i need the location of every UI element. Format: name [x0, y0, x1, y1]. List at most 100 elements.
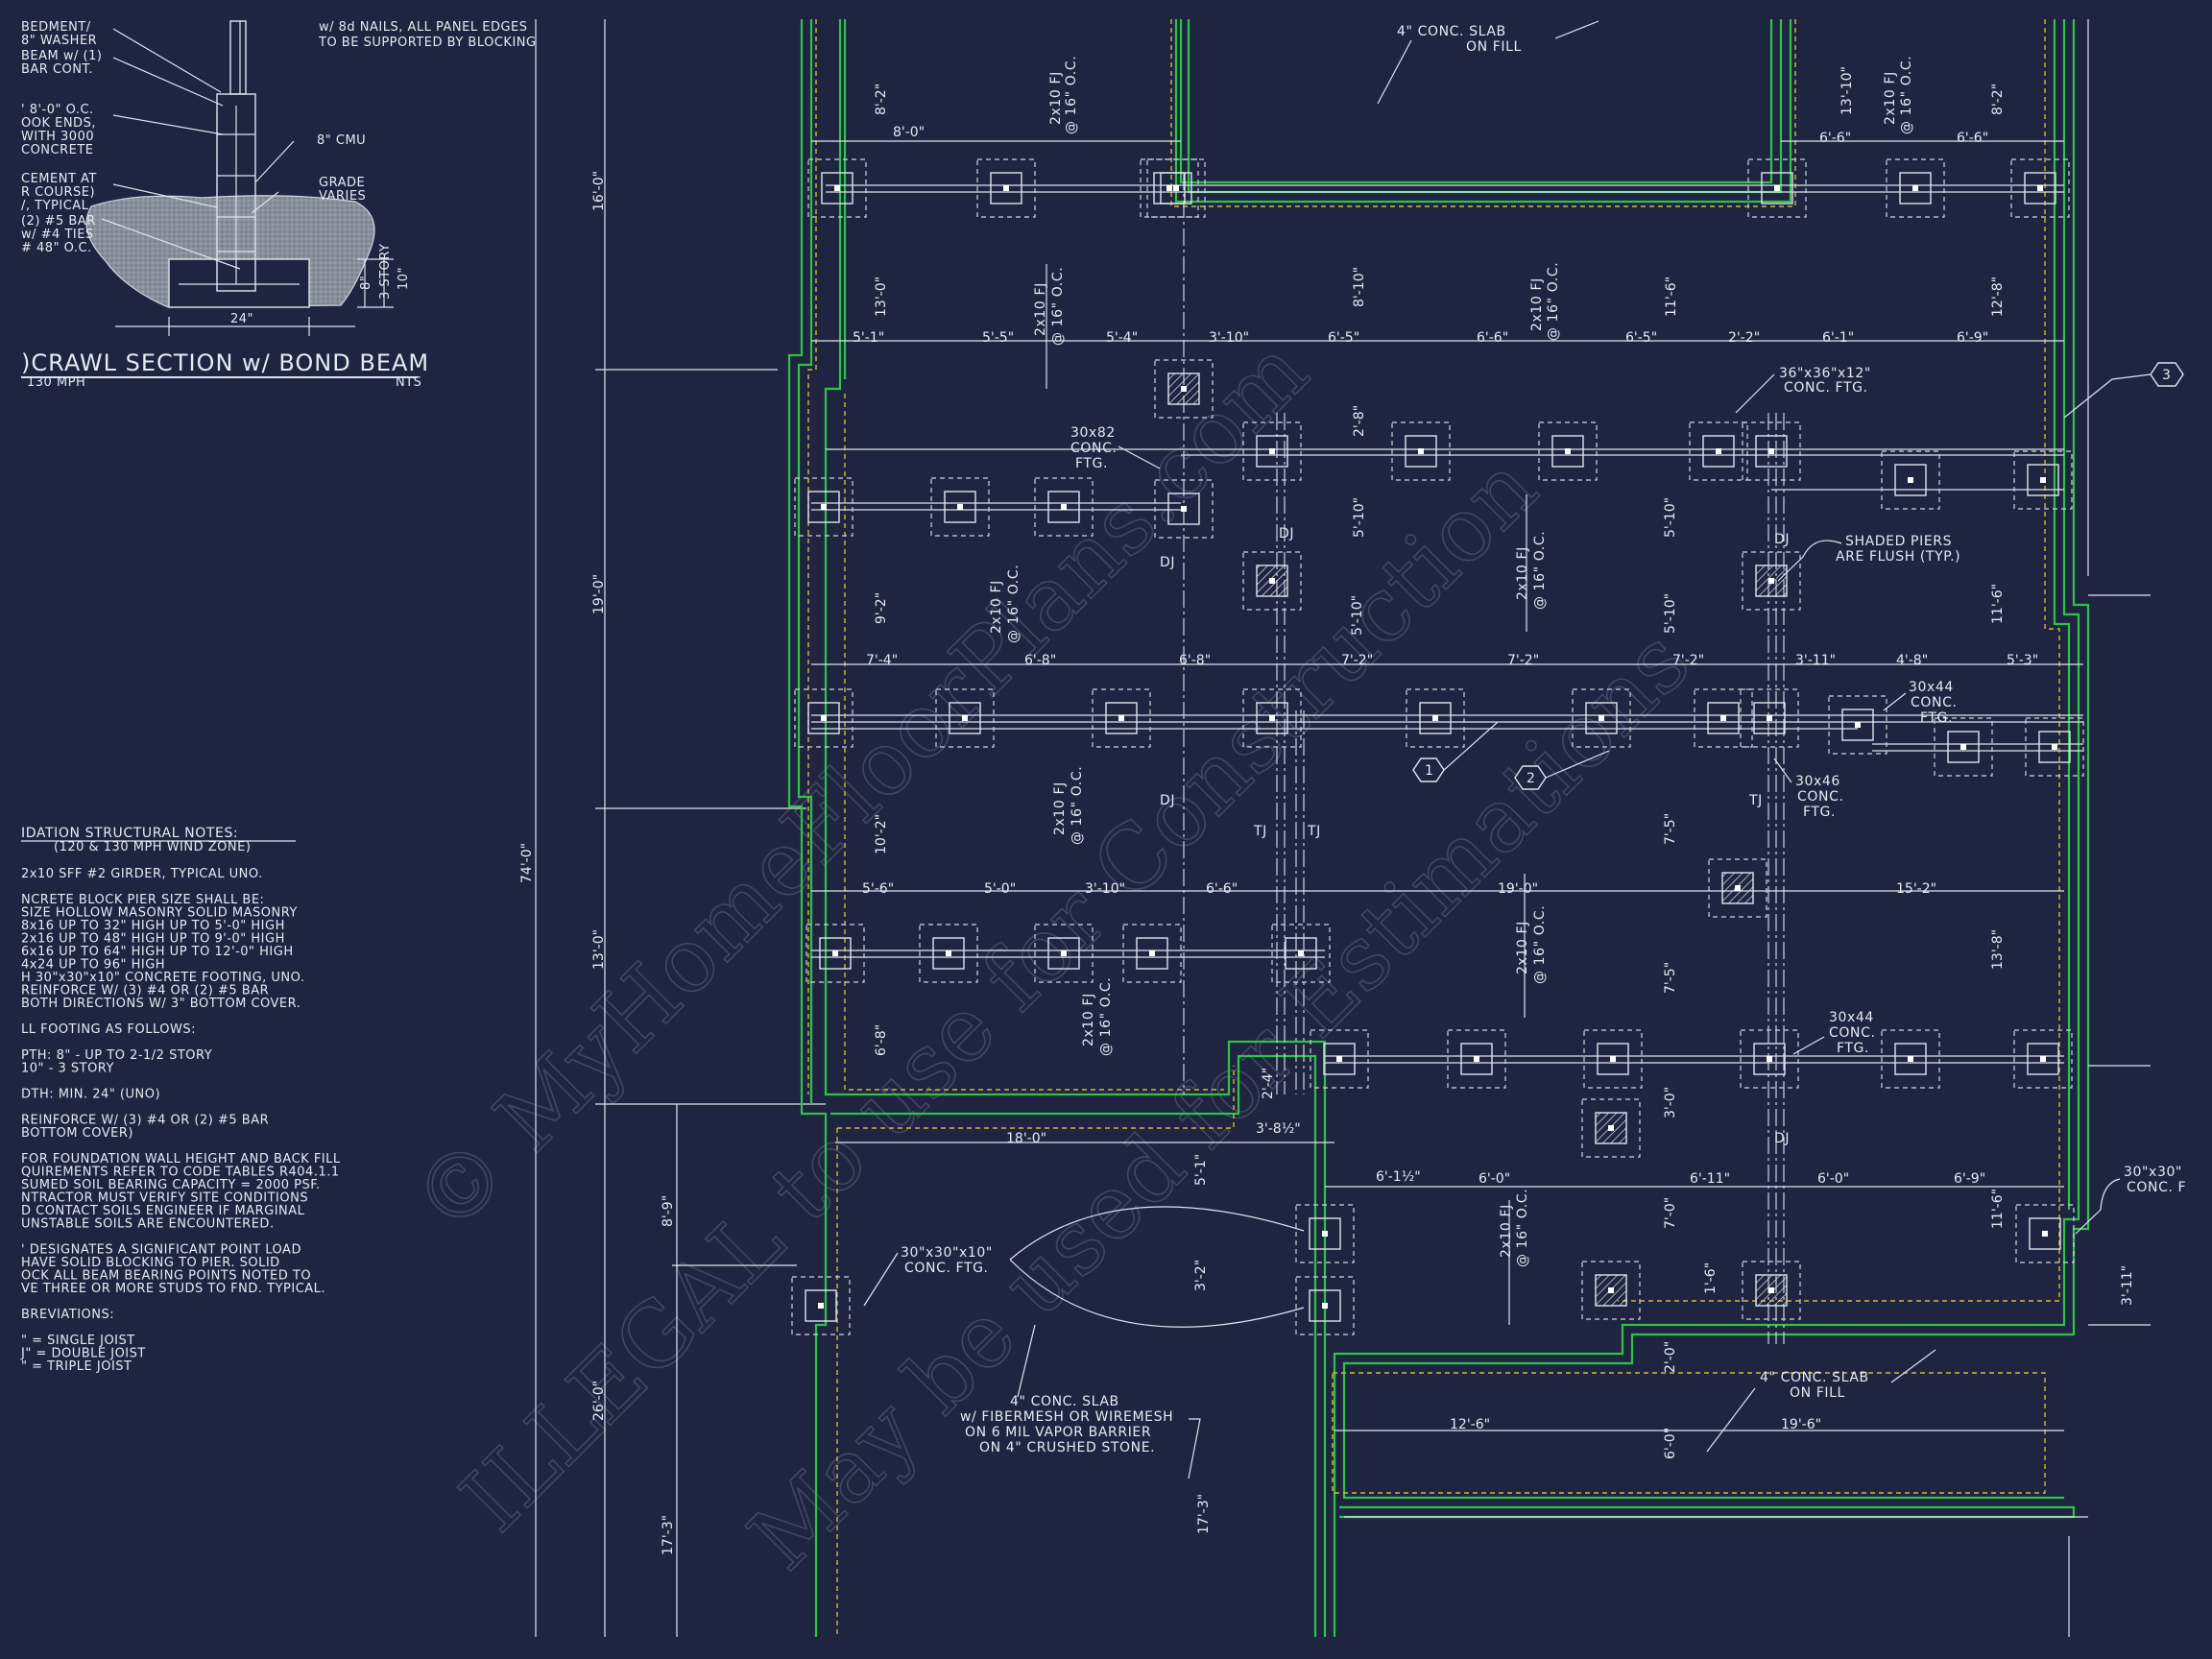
- shaded-pier: [1242, 551, 1302, 611]
- note-slab-top-1: 4" CONC. SLAB: [1397, 24, 1506, 39]
- dim-17-3-left: 17'-3": [661, 1515, 676, 1555]
- dim-r1-0: 8'-0": [893, 125, 925, 140]
- shaded-pier: [1708, 858, 1767, 918]
- pier: [976, 158, 1036, 218]
- dim-r3-4: 7'-2": [1507, 653, 1539, 668]
- vertical-dim: 5'-1": [1193, 1154, 1209, 1186]
- label-tj-1: TJ: [1253, 824, 1267, 839]
- vertical-dim: 5'-10": [1352, 497, 1367, 538]
- pier: [1747, 158, 1807, 218]
- dim-r3-1: 6'-8": [1024, 653, 1056, 668]
- dim-r4-5: 15'-2": [1896, 881, 1936, 897]
- pier: [1034, 477, 1094, 537]
- tag-3: 3: [2162, 368, 2172, 383]
- vertical-dimension-texts: 8'-2"13'-0"8'-2"13'-10"8'-10"11'-6"12'-8…: [874, 66, 2135, 1534]
- dim-r3-5: 7'-2": [1672, 653, 1704, 668]
- detail-scale: NTS: [396, 375, 421, 390]
- detail-width-dim: 24": [230, 312, 253, 326]
- dim-r6-3: 6'-0": [1817, 1171, 1849, 1187]
- vertical-dim: 7'-0": [1663, 1197, 1678, 1229]
- notes-line: " = SINGLE JOIST: [21, 1334, 135, 1348]
- detail-label-7: CONCRETE: [21, 143, 94, 157]
- notes-line: 2x10 SFF #2 GIRDER, TYPICAL UNO.: [21, 867, 263, 881]
- pier: [1881, 1029, 1940, 1089]
- dim-r2-1: 5'-5": [982, 330, 1014, 346]
- joist-note-8a: 2x10 FJ: [1515, 921, 1530, 974]
- note-slab-main-4: ON 4" CRUSHED STONE.: [979, 1440, 1155, 1455]
- note-ftg-30x82-1: 30x82: [1070, 425, 1116, 441]
- detail-label-5: OOK ENDS,: [21, 116, 96, 131]
- dimension-texts: 8'-0" 6'-6" 6'-6" 5'-1" 5'-5" 5'-4" 3'-1…: [853, 125, 2038, 1432]
- pier: [2010, 158, 2070, 218]
- dim-r4-1: 5'-0": [984, 881, 1016, 897]
- vertical-dim: 1'-6": [1703, 1262, 1719, 1294]
- dim-r5-0: 18'-0": [1006, 1131, 1046, 1146]
- note-shaded-2: ARE FLUSH (TYP.): [1836, 549, 1960, 565]
- pier: [1146, 158, 1206, 218]
- joist-note-10b: @ 16" O.C.: [1515, 1189, 1530, 1267]
- detail-label-8: CEMENT AT: [21, 172, 97, 186]
- notes-line: H 30"x30"x10" CONCRETE FOOTING, UNO.: [21, 971, 305, 985]
- dim-r7-0: 12'-6": [1450, 1417, 1490, 1432]
- vertical-dim: 8'-10": [1352, 267, 1367, 307]
- label-dj-2: DJ: [1279, 526, 1294, 541]
- note-ftg-30x82-3: FTG.: [1075, 456, 1108, 471]
- vertical-dim: 3'-2": [1193, 1260, 1209, 1291]
- detail-label-2: BEAM w/ (1): [21, 49, 102, 63]
- vertical-dim: 13'-10": [1839, 66, 1855, 115]
- vertical-dim: 8'-2": [874, 84, 889, 115]
- vertical-dim: 9'-2": [874, 592, 889, 624]
- vertical-dim: 5'-10": [1663, 593, 1678, 634]
- pier: [1828, 695, 1887, 755]
- vertical-dim: 7'-5": [1663, 962, 1678, 994]
- dim-r4-4: 19'-0": [1498, 881, 1538, 897]
- detail-cmu-label: 8" CMU: [317, 133, 366, 148]
- note-slab-br-2: ON FILL: [1790, 1385, 1845, 1401]
- dimension-lines: [811, 140, 2083, 1431]
- note-ftg-36-1: 36"x36"x12": [1779, 366, 1871, 381]
- notes-line: ' DESIGNATES A SIGNIFICANT POINT LOAD: [21, 1243, 301, 1258]
- notes-line: BOTH DIRECTIONS W/ 3" BOTTOM COVER.: [21, 997, 301, 1011]
- dim-r3-0: 7'-4": [866, 653, 898, 668]
- pier: [1406, 688, 1465, 748]
- notes-line: OCK ALL BEAM BEARING POINTS NOTED TO: [21, 1269, 311, 1284]
- pier: [1295, 1204, 1355, 1263]
- note-ftg-30x30x10-1: 30"x30"x10": [901, 1245, 993, 1261]
- pier: [791, 1276, 851, 1335]
- detail-label-1: 8" WASHER: [21, 34, 97, 48]
- note-shaded-1: SHADED PIERS: [1845, 534, 1952, 549]
- dim-r1-2: 6'-6": [1957, 131, 1988, 146]
- tag-2: 2: [1527, 771, 1536, 786]
- dim-8-9: 8'-9": [661, 1195, 676, 1227]
- dim-r4-0: 5'-6": [862, 881, 894, 897]
- dim-r2-2: 5'-4": [1106, 330, 1138, 346]
- pier: [2013, 1029, 2073, 1089]
- notes-line: VE THREE OR MORE STUDS TO FND. TYPICAL.: [21, 1282, 325, 1296]
- detail-depth-dim-2: 10": [397, 267, 411, 290]
- joist-note-6b: @ 16" O.C.: [1532, 531, 1548, 610]
- notes-line: BREVIATIONS:: [21, 1308, 114, 1322]
- detail-label-11: (2) #5 BAR: [21, 214, 96, 228]
- joist-note-1a: 2x10 FJ: [1048, 71, 1064, 125]
- pier: [1740, 688, 1799, 748]
- dim-r2-9: 6'-9": [1957, 330, 1988, 346]
- pier: [1740, 1029, 1799, 1089]
- pier: [1271, 924, 1331, 983]
- detail-title: )CRAWL SECTION w/ BOND BEAM: [21, 349, 429, 376]
- detail-depth-dim-1: 8": [359, 276, 373, 290]
- pier: [1447, 1029, 1506, 1089]
- pier: [1242, 421, 1302, 481]
- notes-line: UNSTABLE SOILS ARE ENCOUNTERED.: [21, 1217, 275, 1232]
- joist-note-10a: 2x10 FJ: [1499, 1204, 1514, 1258]
- dim-13-0: 13'-0": [591, 929, 607, 970]
- pier: [1572, 688, 1631, 748]
- vertical-dim: 2'-8": [1352, 405, 1367, 437]
- label-dj-3: DJ: [1774, 532, 1790, 547]
- detail-label-10: /, TYPICAL: [21, 199, 89, 213]
- note-ftg-30x44b-1: 30x44: [1829, 1010, 1874, 1025]
- note-slab-main-2: w/ FIBERMESH OR WIREMESH: [960, 1409, 1173, 1425]
- note-ftg-30x46-1: 30x46: [1795, 774, 1840, 789]
- vertical-dim: 17'-3": [1196, 1494, 1212, 1534]
- foundation-walls: [787, 19, 2151, 1637]
